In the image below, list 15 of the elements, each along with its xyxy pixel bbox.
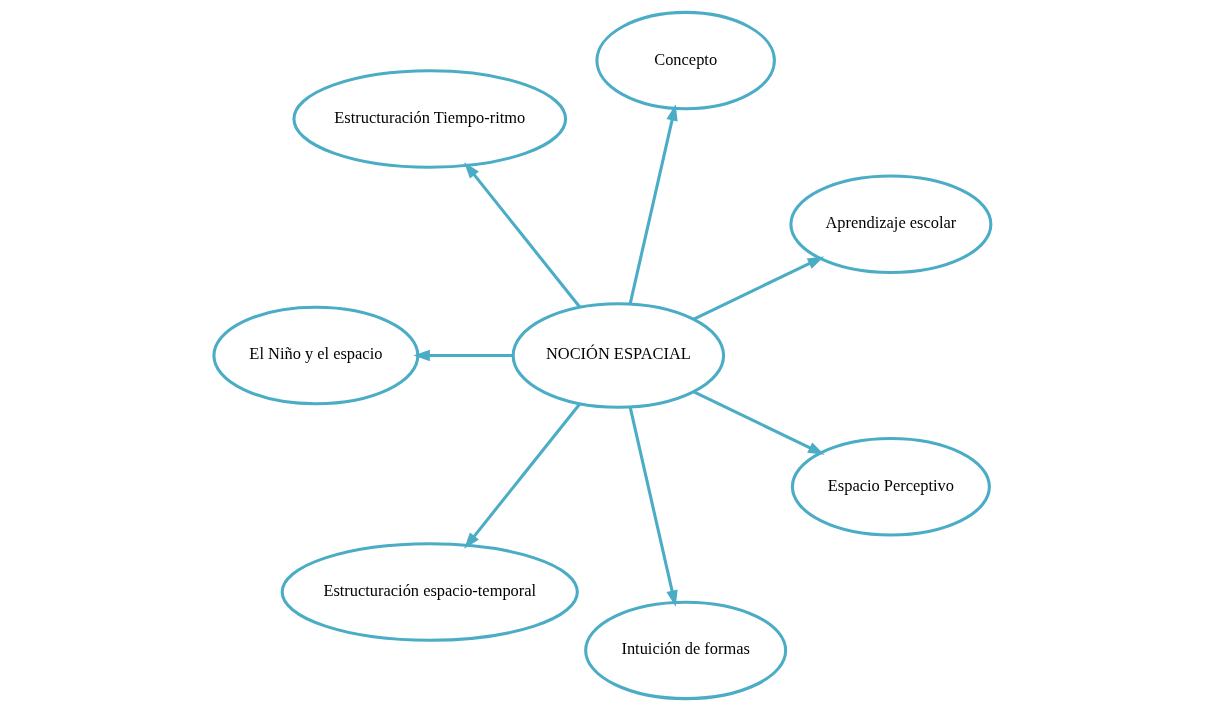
- node-ellipse: El Niño y el espacio: [212, 305, 420, 406]
- node-ellipse: Estructuración espacio-temporal: [280, 542, 579, 642]
- node-ellipse: Espacio Perceptivo: [790, 436, 991, 537]
- node-ellipse: Concepto: [595, 10, 776, 111]
- arrow: [628, 406, 678, 607]
- node-ellipse: Estructuración Tiempo-ritmo: [292, 69, 568, 169]
- arrow: [628, 104, 678, 305]
- node-ellipse: Aprendizaje escolar: [789, 174, 993, 275]
- arrow: [464, 162, 581, 309]
- arrow: [693, 256, 825, 321]
- node-ellipse: Intuición de formas: [584, 600, 788, 701]
- node-ellipse: NOCIÓN ESPACIAL: [511, 302, 726, 409]
- arrow: [413, 349, 513, 362]
- arrow: [693, 390, 825, 455]
- arrow: [464, 402, 581, 549]
